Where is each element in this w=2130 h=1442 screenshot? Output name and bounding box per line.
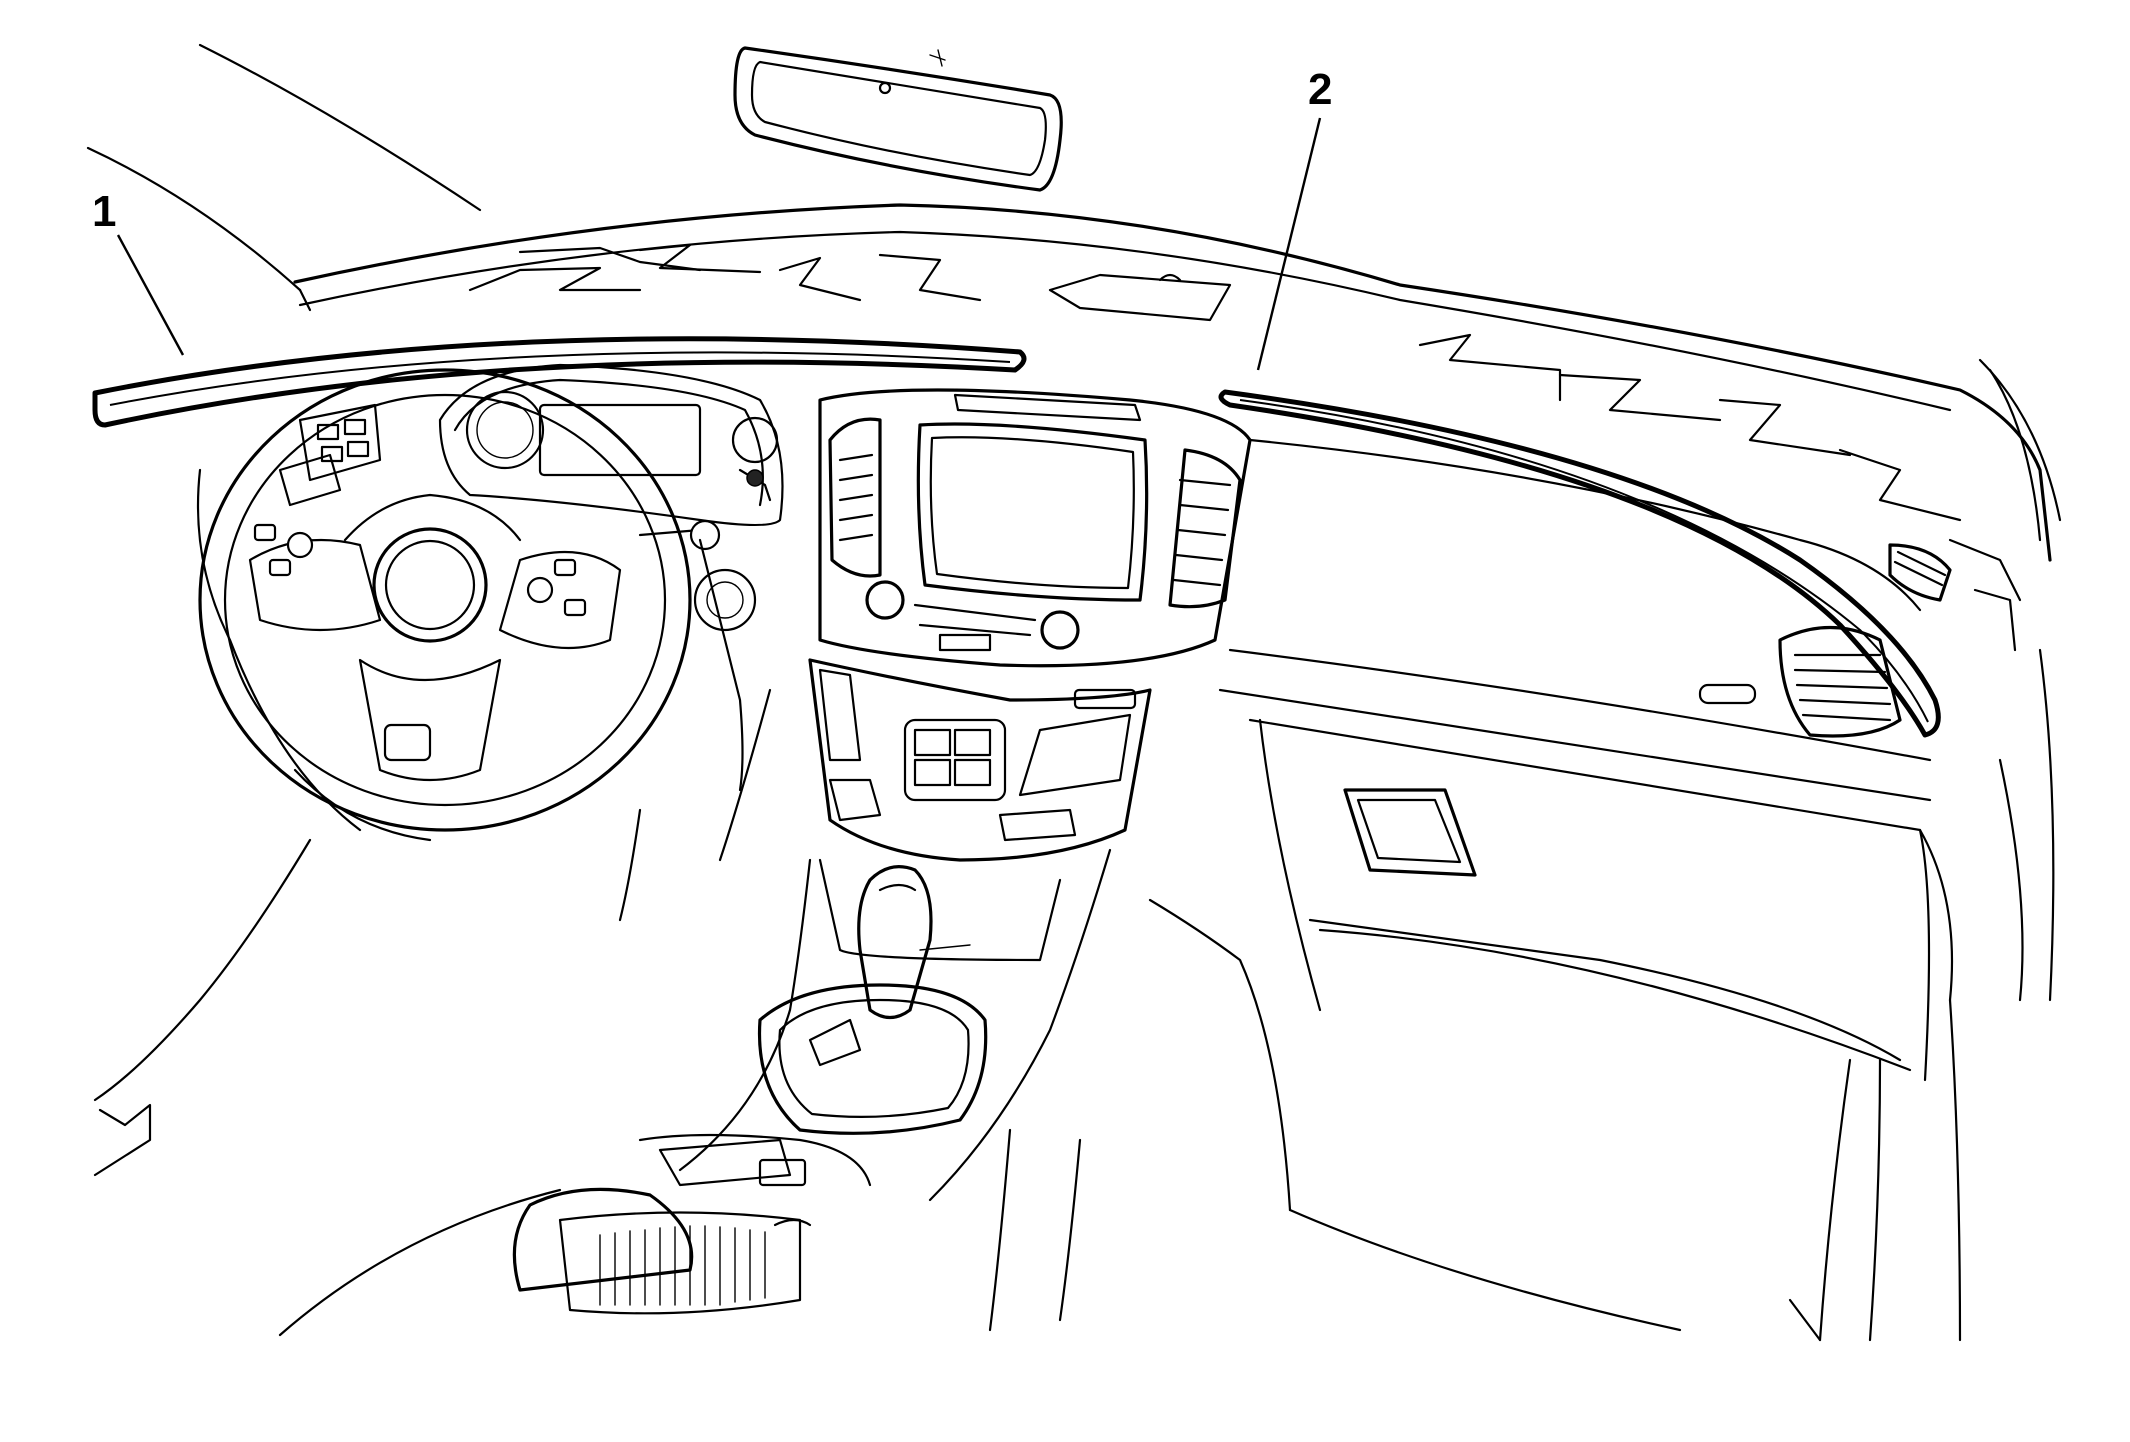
center-console: [278, 848, 1112, 1337]
instrument-cluster: [438, 363, 784, 527]
storage-grille: [599, 1225, 766, 1306]
passenger-dash: [1218, 438, 2022, 1082]
leader-line-1: [116, 234, 185, 356]
trim-strip-2: [1218, 389, 1941, 738]
steering-wheel: [198, 368, 721, 832]
passenger-floor: [1148, 648, 2055, 1342]
center-stack: [808, 388, 1252, 862]
left-side-switches: [278, 403, 382, 507]
rearview-mirror: [733, 46, 1063, 192]
lower-dash-left: [93, 468, 772, 1177]
windshield-frame: [86, 43, 2062, 542]
callout-label-1: 1: [92, 187, 116, 236]
leader-lines: [116, 117, 1322, 371]
dash-top-outline: [293, 203, 2052, 562]
leader-line-2: [1256, 117, 1322, 371]
trim-strip-1: [92, 336, 1027, 428]
callout-label-2: 2: [1308, 65, 1332, 114]
